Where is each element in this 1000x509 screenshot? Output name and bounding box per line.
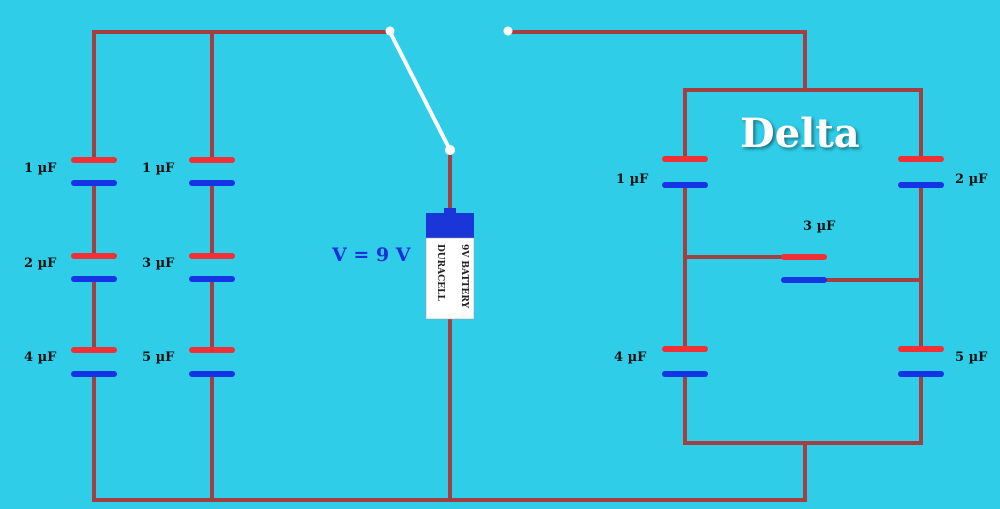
switch[interactable] <box>385 26 513 156</box>
cap-delta-tr-positive-plate <box>898 156 944 162</box>
cap-delta-tl-label: 1 µF <box>616 172 649 187</box>
battery-cap <box>426 213 474 238</box>
cap-delta-br-negative-plate <box>898 371 944 377</box>
cap-b1-2-positive-plate <box>71 253 117 259</box>
cap-delta-br-positive-plate <box>898 346 944 352</box>
cap-b2-2-positive-plate <box>189 253 235 259</box>
battery-brand-text: DURACELL <box>435 244 445 301</box>
cap-delta-bl-label: 4 µF <box>614 350 647 365</box>
battery-type-text: 9V BATTERY <box>459 244 469 309</box>
cap-delta-mid-positive-plate <box>781 254 827 260</box>
cap-b2-2-label: 3 µF <box>142 256 175 271</box>
switch-blade <box>388 30 452 152</box>
cap-b1-1-positive-plate <box>71 157 117 163</box>
delta-title: Delta <box>740 110 860 157</box>
cap-b1-1-negative-plate <box>71 180 117 186</box>
cap-b2-1-positive-plate <box>189 157 235 163</box>
cap-b1-2-label: 2 µF <box>24 256 57 271</box>
cap-delta-bl-negative-plate <box>662 371 708 377</box>
cap-b1-3-label: 4 µF <box>24 350 57 365</box>
cap-b2-3-positive-plate <box>189 347 235 353</box>
cap-delta-bl-positive-plate <box>662 346 708 352</box>
cap-delta-tr-negative-plate <box>898 182 944 188</box>
cap-b1-3-negative-plate <box>71 371 117 377</box>
battery-body <box>425 237 475 320</box>
cap-b1-2-negative-plate <box>71 276 117 282</box>
cap-delta-tl-negative-plate <box>662 182 708 188</box>
switch-pivot-bottom <box>445 145 455 155</box>
cap-b2-2-negative-plate <box>189 276 235 282</box>
cap-b2-1-label: 1 µF <box>142 161 175 176</box>
cap-b1-1-label: 1 µF <box>24 161 57 176</box>
switch-contact-right <box>503 26 513 36</box>
switch-pivot-top <box>385 26 395 36</box>
battery-terminal <box>444 208 456 214</box>
voltage-label: V = 9 V <box>332 244 411 266</box>
wires <box>92 30 923 502</box>
cap-delta-tl-positive-plate <box>662 156 708 162</box>
battery: DURACELL 9V BATTERY <box>425 208 475 320</box>
cap-delta-mid-negative-plate <box>781 277 827 283</box>
cap-b1-3-positive-plate <box>71 347 117 353</box>
cap-delta-mid-label: 3 µF <box>803 219 836 234</box>
cap-delta-br-label: 5 µF <box>955 350 988 365</box>
capacitor-plates <box>71 156 944 377</box>
cap-b2-3-label: 5 µF <box>142 350 175 365</box>
cap-b2-1-negative-plate <box>189 180 235 186</box>
cap-b2-3-negative-plate <box>189 371 235 377</box>
cap-delta-tr-label: 2 µF <box>955 172 988 187</box>
